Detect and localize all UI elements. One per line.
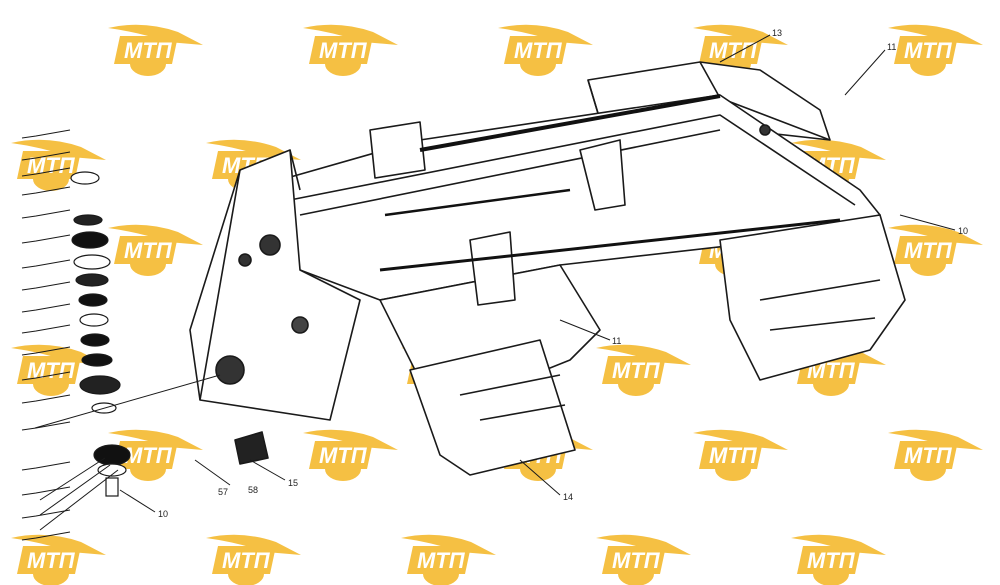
watermark-text: МТП	[709, 38, 758, 63]
callout-15: 15	[288, 478, 298, 488]
watermark-text: МТП	[417, 548, 466, 573]
callout-13: 13	[772, 28, 782, 38]
watermark-logo: МТП	[498, 24, 593, 76]
callout-labels: 13 11 10 11 14 15 10 57 58	[158, 28, 968, 519]
callout-10-right: 10	[958, 226, 968, 236]
watermark-text: МТП	[904, 443, 953, 468]
watermark-logo: МТП	[206, 534, 301, 585]
leader-tick	[21, 394, 71, 404]
leader-tick	[21, 461, 71, 471]
exploded-parts-stack	[70, 171, 131, 497]
watermark-text: МТП	[904, 238, 953, 263]
watermark-text: МТП	[319, 38, 368, 63]
watermark-text: МТП	[124, 38, 173, 63]
watermark-logo: МТП	[108, 24, 203, 76]
watermark-logo: МТП	[693, 429, 788, 481]
leader-tick	[21, 281, 71, 291]
watermark-text: МТП	[514, 38, 563, 63]
watermark-text: МТП	[124, 238, 173, 263]
leader-tick	[21, 371, 71, 381]
leader-tick	[21, 209, 71, 219]
watermark-text: МТП	[222, 548, 271, 573]
watermark-text: МТП	[124, 443, 173, 468]
callout-10-left: 10	[158, 509, 168, 519]
callout-11-mid: 11	[612, 336, 621, 346]
leader-tick	[21, 167, 71, 177]
left-leader-ticks	[21, 129, 71, 541]
leader-tick	[21, 259, 71, 269]
watermark-text: МТП	[612, 548, 661, 573]
leader-tick	[21, 421, 71, 431]
watermark-logo: МТП	[401, 534, 496, 585]
watermark-text: МТП	[904, 38, 953, 63]
leader-tick	[21, 129, 71, 139]
watermark-logo: МТП	[888, 429, 983, 481]
watermark-text: МТП	[709, 443, 758, 468]
leader-tick	[21, 486, 71, 496]
watermark-logo: МТП	[596, 534, 691, 585]
watermark-logo: МТП	[791, 534, 886, 585]
watermark-text: МТП	[27, 358, 76, 383]
watermark-text: МТП	[319, 443, 368, 468]
frame-body	[189, 61, 906, 476]
leader-tick	[21, 303, 71, 313]
watermark-logo: МТП	[303, 24, 398, 76]
leader-tick	[21, 531, 71, 541]
watermark-logo: МТП	[303, 429, 398, 481]
watermark-logo: МТП	[108, 224, 203, 276]
leader-tick	[21, 186, 71, 196]
watermark-logo: МТП	[888, 224, 983, 276]
leader-tick	[21, 151, 71, 161]
watermark-logo: МТП	[596, 344, 691, 396]
callout-57: 57	[218, 487, 228, 497]
leader-tick	[21, 346, 71, 356]
leader-tick	[21, 234, 71, 244]
watermark-logo: МТП	[888, 24, 983, 76]
callout-11-top: 11	[887, 42, 896, 52]
callout-14: 14	[563, 492, 573, 502]
watermark-logo: МТП	[11, 534, 106, 585]
watermark-text: МТП	[27, 548, 76, 573]
watermark-text: МТП	[807, 548, 856, 573]
leader-tick	[21, 324, 71, 334]
watermark-logo: МТП	[108, 429, 203, 481]
leader-lines	[34, 34, 956, 531]
leader-tick	[21, 509, 71, 519]
callout-58: 58	[248, 485, 258, 495]
watermark-text: МТП	[612, 358, 661, 383]
